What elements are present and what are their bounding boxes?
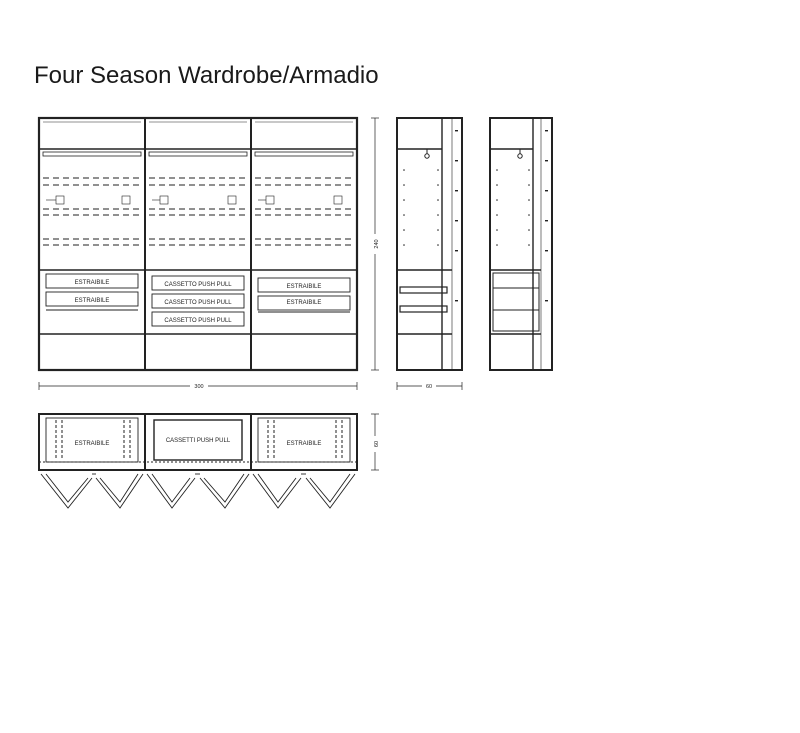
front-drawer-labels: ESTRAIBILE ESTRAIBILE CASSETTO PUSH PULL… xyxy=(75,280,322,324)
plan-view xyxy=(38,413,358,471)
drawer-label: ESTRAIBILE xyxy=(75,280,110,286)
page-title: Four Season Wardrobe/Armadio xyxy=(34,62,379,89)
side-2-holes xyxy=(496,130,548,302)
drawer-label: ESTRAIBILE xyxy=(287,300,322,306)
drawer-label: ESTRAIBILE xyxy=(75,298,110,304)
front-elevation xyxy=(37,116,359,372)
drawer-label: CASSETTO PUSH PULL xyxy=(164,282,232,288)
width-dimension-label: 300 xyxy=(194,384,203,390)
led-markers xyxy=(46,195,343,205)
plan-label: ESTRAIBILE xyxy=(75,441,110,447)
front-dashed-shelves xyxy=(43,177,353,246)
height-dimension xyxy=(371,117,379,371)
plan-depth-label: 60 xyxy=(374,441,380,447)
plan-label: ESTRAIBILE xyxy=(287,441,322,447)
width-dimension xyxy=(38,382,358,390)
drawer-label: CASSETTO PUSH PULL xyxy=(164,300,232,306)
plan-labels: ESTRAIBILE CASSETTI PUSH PULL ESTRAIBILE xyxy=(75,438,322,447)
front-drawers xyxy=(45,273,351,327)
drawer-label: CASSETTO PUSH PULL xyxy=(164,318,232,324)
side-1-holes xyxy=(403,130,458,302)
drawer-label: ESTRAIBILE xyxy=(287,284,322,290)
side-depth-dimension xyxy=(396,382,463,390)
side-depth-label: 60 xyxy=(426,384,432,390)
plan-door-swings xyxy=(40,473,356,509)
plan-depth-dimension xyxy=(371,413,379,471)
height-dimension-label: 240 xyxy=(374,239,380,248)
plan-label: CASSETTI PUSH PULL xyxy=(166,438,231,444)
side-section-2 xyxy=(489,117,553,371)
side-section-1 xyxy=(396,117,463,371)
